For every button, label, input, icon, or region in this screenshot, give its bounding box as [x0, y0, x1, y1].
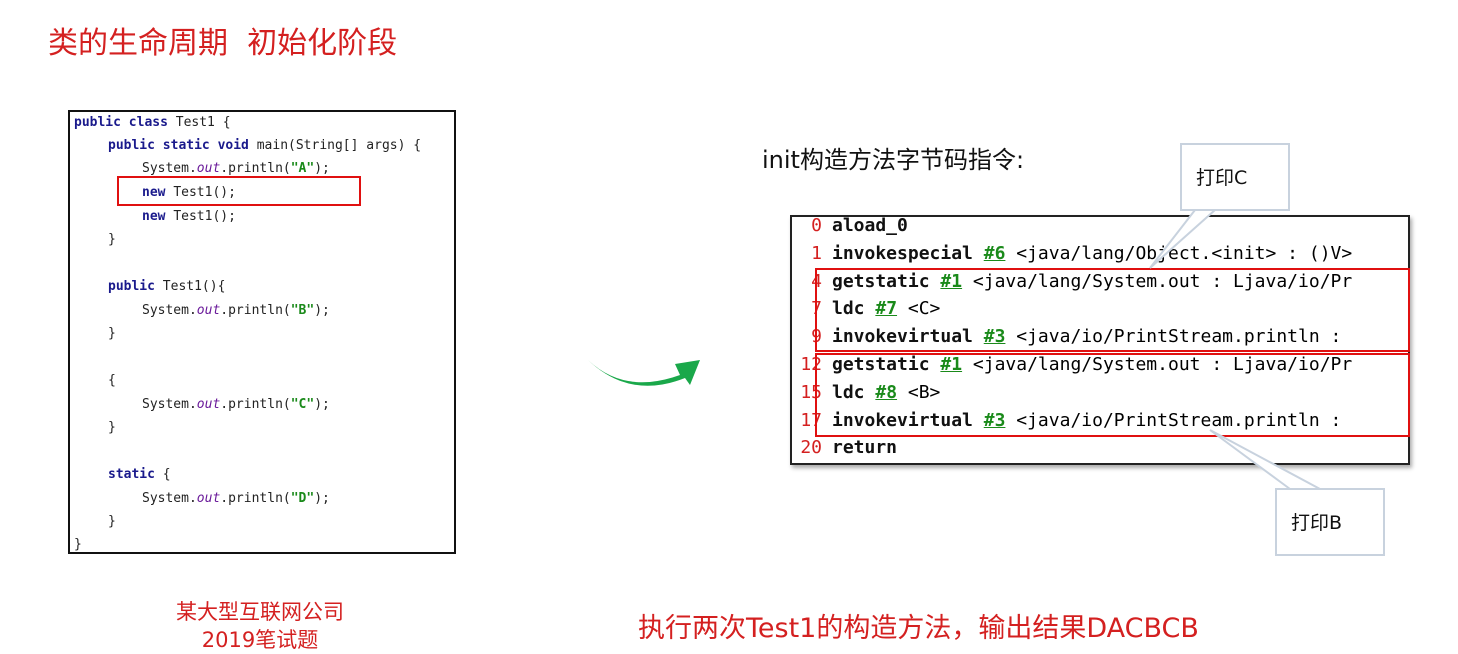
code-line: }	[108, 232, 116, 247]
code-line: public Test1(){	[108, 279, 225, 294]
opcode: getstatic	[832, 270, 930, 292]
caption-line: 2019笔试题	[201, 628, 319, 652]
constant-ref[interactable]: #3	[983, 409, 1006, 431]
code-text: );	[314, 161, 330, 176]
code-text: );	[314, 491, 330, 506]
code-line: public class Test1 {	[74, 115, 231, 130]
keyword: new	[142, 209, 174, 224]
code-text: {	[162, 467, 171, 482]
constant-ref[interactable]: #1	[940, 354, 963, 375]
bytecode-line: 0 aload_0	[790, 215, 1408, 236]
code-text: .println(	[220, 303, 291, 318]
code-line: new Test1();	[142, 209, 236, 224]
opcode: invokevirtual	[832, 326, 973, 348]
operand: <B>	[897, 381, 941, 403]
operand: <java/lang/System.out : Ljava/io/Pr	[962, 270, 1353, 292]
constant-ref[interactable]: #8	[875, 381, 898, 403]
code-line: System.out.println("C");	[142, 397, 330, 412]
bytecode-line: 20 return	[790, 437, 1408, 458]
code-text: System.	[142, 303, 197, 318]
keyword: public static void	[108, 138, 257, 153]
line-offset: 1	[811, 242, 822, 264]
opcode: getstatic	[832, 354, 930, 375]
constant-ref[interactable]: #7	[875, 298, 898, 320]
code-text: System.	[142, 491, 197, 506]
code-line: System.out.println("B");	[142, 303, 330, 318]
keyword: public	[108, 279, 163, 294]
string-literal: "D"	[290, 491, 315, 506]
string-literal: "C"	[290, 397, 315, 412]
code-line: public static void main(String[] args) {	[108, 138, 421, 153]
callout-print-c: 打印C	[1180, 143, 1290, 211]
code-text: out	[196, 161, 221, 176]
code-line: System.out.println("D");	[142, 491, 330, 506]
constant-ref[interactable]: #6	[983, 242, 1006, 264]
code-text: main(String[] args) {	[256, 138, 422, 153]
keyword: public class	[74, 115, 176, 130]
caption-line: 某大型互联网公司	[176, 600, 344, 624]
code-snippet-box	[68, 110, 456, 554]
callout-print-b: 打印B	[1275, 488, 1385, 556]
operand: <java/io/PrintStream.println :	[1005, 409, 1353, 431]
code-line: new Test1();	[142, 185, 236, 200]
arrow-icon	[588, 360, 700, 386]
opcode: aload_0	[832, 215, 908, 236]
code-line: }	[74, 537, 82, 552]
keyword: static	[108, 467, 163, 482]
opcode: invokevirtual	[832, 409, 973, 431]
code-line: static {	[108, 467, 171, 482]
bytecode-heading: init构造方法字节码指令:	[762, 146, 1025, 174]
code-text: Test1(){	[162, 279, 226, 294]
constant-ref[interactable]: #1	[940, 270, 963, 292]
string-literal: "B"	[290, 303, 315, 318]
line-offset: 20	[800, 437, 822, 459]
callout-pointer	[1149, 209, 1216, 269]
opcode: invokespecial	[832, 242, 973, 264]
code-text: .println(	[220, 161, 291, 176]
code-line: }	[108, 326, 116, 341]
operand: <java/lang/System.out : Ljava/io/Pr	[962, 354, 1353, 375]
code-text: .println(	[220, 491, 291, 506]
code-line: {	[108, 373, 116, 388]
code-text: out	[196, 303, 221, 318]
operand: <java/lang/Object.<init> : ()V>	[1005, 242, 1353, 264]
operand: <C>	[897, 298, 941, 320]
opcode: return	[832, 437, 898, 459]
highlight-box	[117, 176, 361, 206]
string-literal: "A"	[290, 161, 315, 176]
code-text: );	[314, 397, 330, 412]
result-caption: 执行两次Test1的构造方法，输出结果DACBCB	[638, 613, 1199, 644]
code-text: Test1();	[173, 209, 236, 224]
opcode: ldc	[832, 381, 865, 403]
slide-title: 类的生命周期 初始化阶段	[48, 26, 398, 61]
callout-pointer	[1209, 429, 1321, 490]
opcode: ldc	[832, 298, 865, 320]
highlight-box-b	[815, 353, 1410, 437]
code-text: out	[196, 491, 221, 506]
highlight-box-c	[815, 268, 1410, 352]
code-line: }	[108, 420, 116, 435]
source-caption: 某大型互联网公司 2019笔试题	[130, 598, 390, 654]
operand: <java/io/PrintStream.println :	[1005, 326, 1353, 348]
code-text: out	[196, 397, 221, 412]
bytecode-line: 1 invokespecial #6 <java/lang/Object.<ini…	[790, 243, 1408, 264]
code-text: System.	[142, 161, 197, 176]
code-text: );	[314, 303, 330, 318]
constant-ref[interactable]: #3	[983, 326, 1006, 348]
code-line: }	[108, 514, 116, 529]
keyword: new	[142, 185, 174, 200]
code-text: System.	[142, 397, 197, 412]
line-offset: 0	[811, 215, 822, 236]
code-line: System.out.println("A");	[142, 161, 330, 176]
code-text: Test1 {	[175, 115, 231, 130]
code-text: .println(	[220, 397, 291, 412]
code-text: Test1();	[173, 185, 236, 200]
